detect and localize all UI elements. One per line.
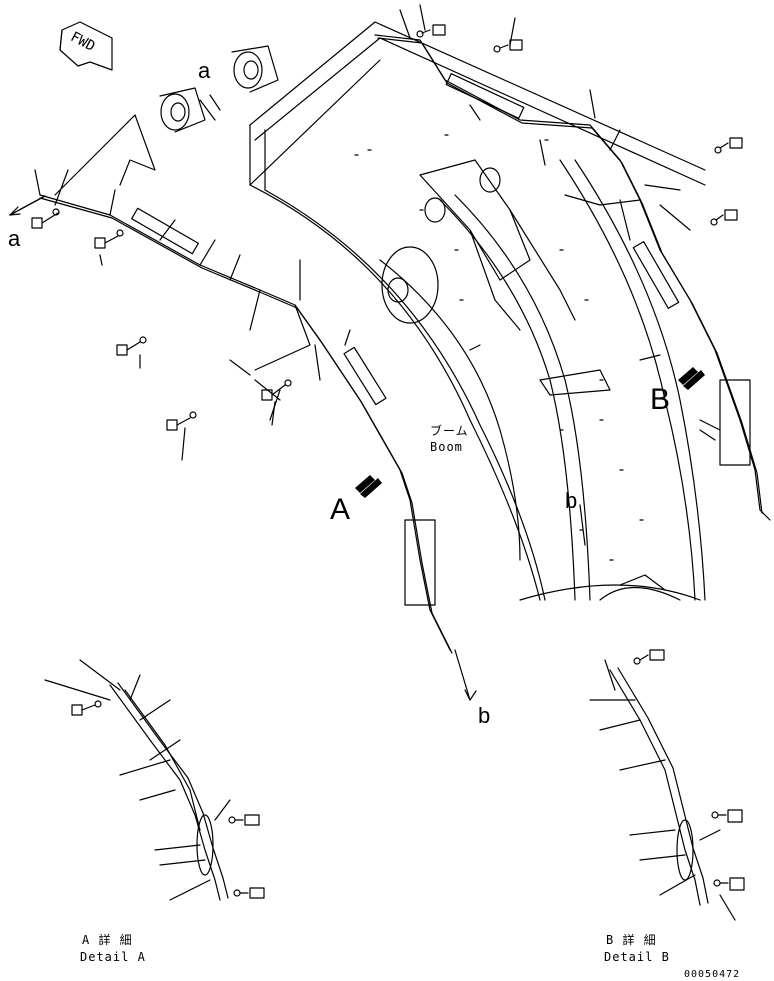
ref-a-pointer [199, 94, 221, 121]
detail-b-title-jp: B 詳 細 [606, 933, 657, 947]
detail-a-title-en: Detail A [80, 950, 146, 964]
fwd-arrow-icon [59, 21, 113, 71]
callout-b-label: B [650, 383, 671, 416]
drawing-number: 00050472 [684, 969, 741, 980]
boom-label-en: Boom [430, 440, 463, 454]
bolt-icons-b [416, 24, 743, 226]
ref-a-label-top: a [198, 58, 211, 83]
bolt-icons-a [31, 208, 292, 461]
detail-a-title-jp: A 詳 細 [82, 933, 133, 947]
callout-arrow-b-icon [678, 367, 705, 390]
detail-b-drawing [589, 649, 745, 921]
boom-label-jp: ブーム [430, 424, 469, 438]
detail-b-title-en: Detail B [604, 950, 670, 964]
callout-a-label: A [330, 493, 351, 526]
harness-a [9, 114, 477, 701]
harness-b [374, 4, 771, 521]
ref-b-label-lower: b [478, 703, 491, 728]
callout-arrow-a-icon [355, 475, 382, 498]
detail-a-drawing [44, 659, 265, 901]
ref-b-label-upper: b [565, 488, 578, 513]
ref-a-label-left: a [8, 226, 21, 251]
ref-b-pointer [579, 504, 586, 546]
boom-structure [159, 21, 706, 601]
